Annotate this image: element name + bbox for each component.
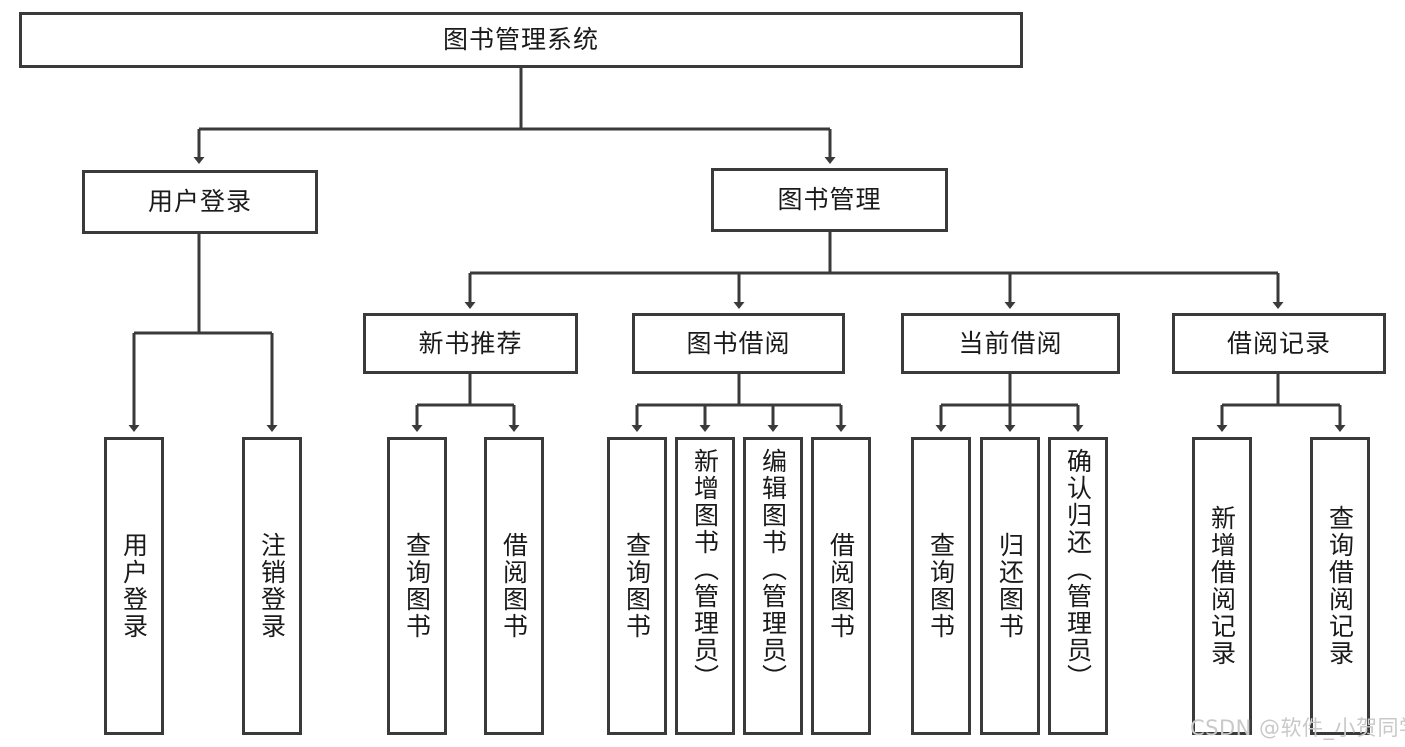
node-label: 新增图书（管理员）: [690, 448, 720, 691]
node-label: 借阅图书: [826, 532, 856, 640]
node-label: 查询图书: [402, 532, 432, 640]
node-label: 用户登录: [147, 187, 252, 217]
node-label: 用户登录: [119, 532, 149, 640]
node-book-management[interactable]: 图书管理: [711, 168, 948, 232]
node-label: 查询借阅记录: [1325, 505, 1355, 667]
node-label: 当前借阅: [958, 328, 1063, 358]
leaf-current-borrow-return-book[interactable]: 归还图书: [980, 437, 1040, 735]
node-label: 借阅记录: [1226, 328, 1331, 358]
node-label: 确认归还（管理员）: [1063, 448, 1093, 691]
leaf-current-borrow-query-book[interactable]: 查询图书: [911, 437, 971, 735]
leaf-book-borrow-borrow-book[interactable]: 借阅图书: [811, 437, 871, 735]
node-label: 查询图书: [926, 532, 956, 640]
leaf-current-borrow-confirm-return-admin[interactable]: 确认归还（管理员）: [1048, 437, 1108, 735]
node-label: 图书管理系统: [442, 25, 599, 55]
leaf-new-book-query-book[interactable]: 查询图书: [387, 437, 447, 735]
node-new-book-recommend[interactable]: 新书推荐: [363, 313, 578, 374]
leaf-borrow-record-query-record[interactable]: 查询借阅记录: [1310, 437, 1370, 735]
node-label: 新增借阅记录: [1207, 505, 1237, 667]
node-book-borrow[interactable]: 图书借阅: [632, 313, 845, 374]
leaf-new-book-borrow-book[interactable]: 借阅图书: [484, 437, 544, 735]
node-current-borrow[interactable]: 当前借阅: [901, 313, 1120, 374]
leaf-borrow-record-add-record[interactable]: 新增借阅记录: [1192, 437, 1252, 735]
leaf-book-borrow-add-book-admin[interactable]: 新增图书（管理员）: [675, 437, 735, 735]
node-label: 图书借阅: [686, 328, 791, 358]
leaf-book-borrow-query-book[interactable]: 查询图书: [607, 437, 667, 735]
node-label: 编辑图书（管理员）: [758, 448, 788, 691]
node-label: 查询图书: [622, 532, 652, 640]
leaf-book-borrow-edit-book-admin[interactable]: 编辑图书（管理员）: [743, 437, 803, 735]
node-user-login[interactable]: 用户登录: [82, 170, 318, 234]
node-label: 新书推荐: [418, 328, 523, 358]
leaf-user-login-login[interactable]: 用户登录: [104, 437, 164, 735]
leaf-user-login-logout[interactable]: 注销登录: [242, 437, 302, 735]
node-label: 注销登录: [257, 532, 287, 640]
node-root-book-management-system[interactable]: 图书管理系统: [19, 12, 1023, 68]
node-label: 图书管理: [777, 185, 882, 215]
node-borrow-record[interactable]: 借阅记录: [1172, 313, 1386, 374]
node-label: 归还图书: [995, 532, 1025, 640]
node-label: 借阅图书: [499, 532, 529, 640]
csdn-watermark: CSDN @软件_小贺同学: [1190, 716, 1405, 740]
